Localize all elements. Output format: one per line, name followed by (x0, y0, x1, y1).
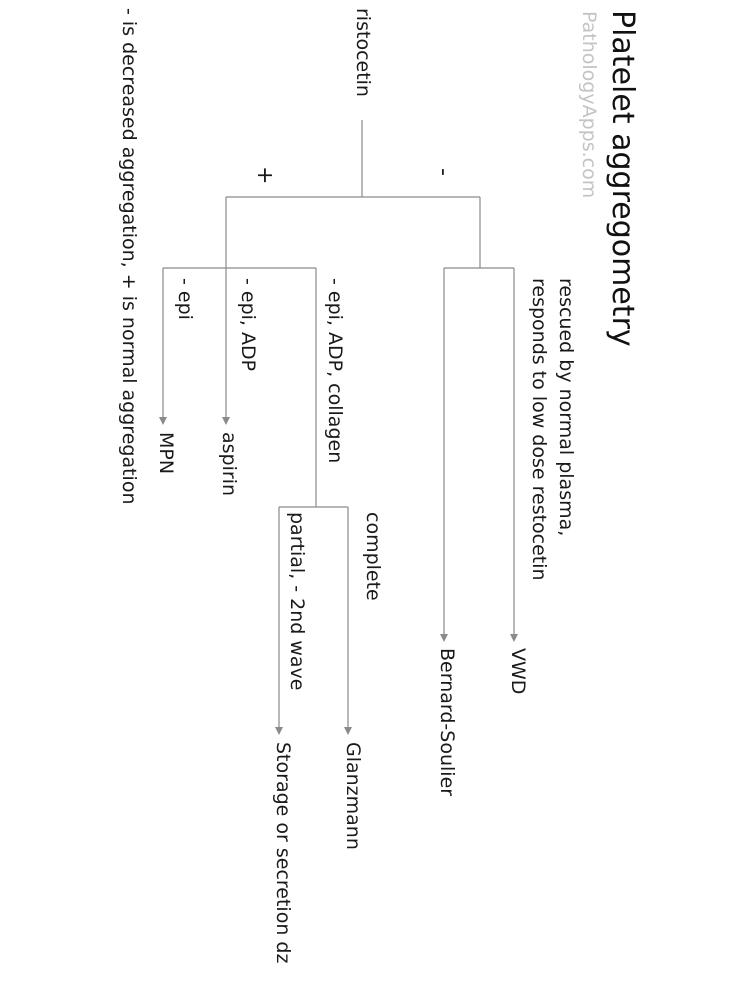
arrow-bernard (440, 634, 448, 642)
page-title: Platelet aggregometry (605, 10, 640, 347)
branch-sign-negative: - (431, 168, 456, 176)
arrow-mpn (159, 417, 167, 425)
root-ristocetin: ristocetin (352, 8, 374, 97)
outcome-mpn: MPN (155, 432, 177, 475)
arrow-vwd (510, 634, 518, 642)
outcome-aspirin: aspirin (218, 432, 240, 497)
label-partial-2nd-wave: partial, - 2nd wave (286, 512, 308, 691)
legend-footnote: - is decreased aggregation, + is normal … (118, 8, 140, 505)
arrow-aspirin (222, 417, 230, 425)
arrow-glanzmann (344, 727, 352, 735)
arrow-storage (275, 727, 283, 735)
outcome-vwd: VWD (507, 648, 529, 695)
label-rescued-by-plasma: rescued by normal plasma, responds to lo… (528, 278, 577, 581)
outcome-glanzmann: Glanzmann (342, 742, 364, 850)
label-epi-adp-collagen: - epi, ADP, collagen (324, 278, 346, 464)
branch-sign-positive: + (252, 166, 277, 185)
label-epi: - epi (174, 278, 196, 320)
brand-watermark: PathologyApps.com (578, 11, 600, 199)
outcome-bernard-soulier: Bernard-Soulier (436, 648, 458, 797)
outcome-storage-secretion: Storage or secretion dz (272, 742, 294, 964)
label-epi-adp: - epi, ADP (237, 278, 259, 372)
label-complete: complete (362, 512, 384, 601)
